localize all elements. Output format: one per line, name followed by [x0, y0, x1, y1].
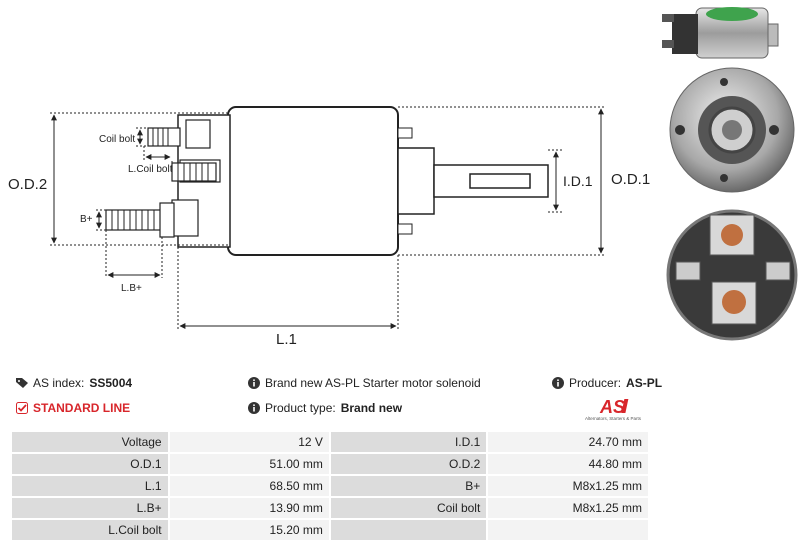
spec-value: 51.00 mm	[169, 454, 329, 474]
lb-label: L.B+	[121, 283, 142, 294]
as-index: AS index: SS5004	[16, 376, 132, 390]
od1-label: O.D.1	[611, 171, 650, 188]
as-index-value: SS5004	[89, 376, 133, 390]
product-info: AS index: SS5004 STANDARD LINE Brand new…	[0, 370, 800, 428]
spec-label: Coil bolt	[330, 498, 487, 518]
producer-label: Producer:	[569, 376, 622, 390]
standard-line: STANDARD LINE	[16, 401, 130, 415]
spec-label: B+	[330, 476, 487, 496]
spec-value: 44.80 mm	[488, 454, 648, 474]
solenoid-front-photo	[669, 67, 795, 193]
info-icon	[248, 402, 260, 414]
spec-value: 13.90 mm	[169, 498, 329, 518]
producer-value: AS-PL	[626, 376, 663, 390]
as-pl-logo: AS Alternators, Starters & Parts	[585, 397, 642, 421]
coil-thread	[171, 162, 217, 182]
technical-drawing: O.D.2 O.D.1 I.D.1 L.1 L.B+ B+ Coil bolt …	[8, 106, 650, 348]
spec-value: M8x1.25 mm	[488, 476, 648, 496]
spec-value: 12 V	[169, 432, 329, 452]
solenoid-rear-photo	[666, 209, 798, 341]
standard-line-label: STANDARD LINE	[33, 401, 131, 415]
producer: Producer: AS-PL	[552, 376, 662, 390]
info-icon	[552, 377, 564, 389]
od2-label: O.D.2	[8, 176, 47, 193]
product-type-value: Brand new	[340, 401, 403, 415]
svg-text:AS: AS	[599, 397, 625, 417]
spec-label: O.D.1	[12, 454, 168, 474]
solenoid-body	[227, 106, 399, 256]
spec-value: M8x1.25 mm	[488, 498, 648, 518]
svg-text:Alternators, Starters & Parts: Alternators, Starters & Parts	[585, 416, 642, 421]
spec-label: L.1	[12, 476, 168, 496]
solenoid-side-photo	[662, 7, 779, 59]
spec-label: L.Coil bolt	[12, 520, 168, 540]
product-photos	[662, 7, 798, 341]
product-type: Product type: Brand new	[248, 401, 402, 415]
description: Brand new AS-PL Starter motor solenoid	[248, 376, 481, 390]
checkbox-checked-icon	[16, 402, 28, 414]
spec-label: Voltage	[12, 432, 168, 452]
description-text: Brand new AS-PL Starter motor solenoid	[265, 376, 481, 390]
l-coil-bolt-label: L.Coil bolt	[128, 164, 173, 175]
info-icon	[248, 377, 260, 389]
spec-label: I.D.1	[330, 432, 487, 452]
spec-label	[330, 520, 487, 540]
table-row: O.D.1 51.00 mm O.D.2 44.80 mm	[12, 454, 648, 474]
table-row: L.Coil bolt 15.20 mm	[12, 520, 648, 540]
spec-value: 68.50 mm	[169, 476, 329, 496]
spec-value	[488, 520, 648, 540]
l1-label: L.1	[276, 331, 297, 348]
spec-value: 15.20 mm	[169, 520, 329, 540]
tag-icon	[16, 378, 28, 388]
bplus-bolt	[105, 202, 175, 238]
as-index-label: AS index:	[33, 376, 85, 390]
table-row: Voltage 12 V I.D.1 24.70 mm	[12, 432, 648, 452]
specs-table: Voltage 12 V I.D.1 24.70 mm O.D.1 51.00 …	[10, 430, 650, 542]
bplus-label: B+	[80, 214, 93, 225]
spec-label: L.B+	[12, 498, 168, 518]
product-type-label: Product type:	[265, 401, 336, 415]
coil-bolt-label: Coil bolt	[99, 134, 135, 145]
coil-bolt	[147, 127, 181, 147]
spec-value: 24.70 mm	[488, 432, 648, 452]
table-row: L.B+ 13.90 mm Coil bolt M8x1.25 mm	[12, 498, 648, 518]
spec-label: O.D.2	[330, 454, 487, 474]
plunger-housing	[397, 147, 435, 215]
table-row: L.1 68.50 mm B+ M8x1.25 mm	[12, 476, 648, 496]
id1-label: I.D.1	[563, 173, 593, 189]
